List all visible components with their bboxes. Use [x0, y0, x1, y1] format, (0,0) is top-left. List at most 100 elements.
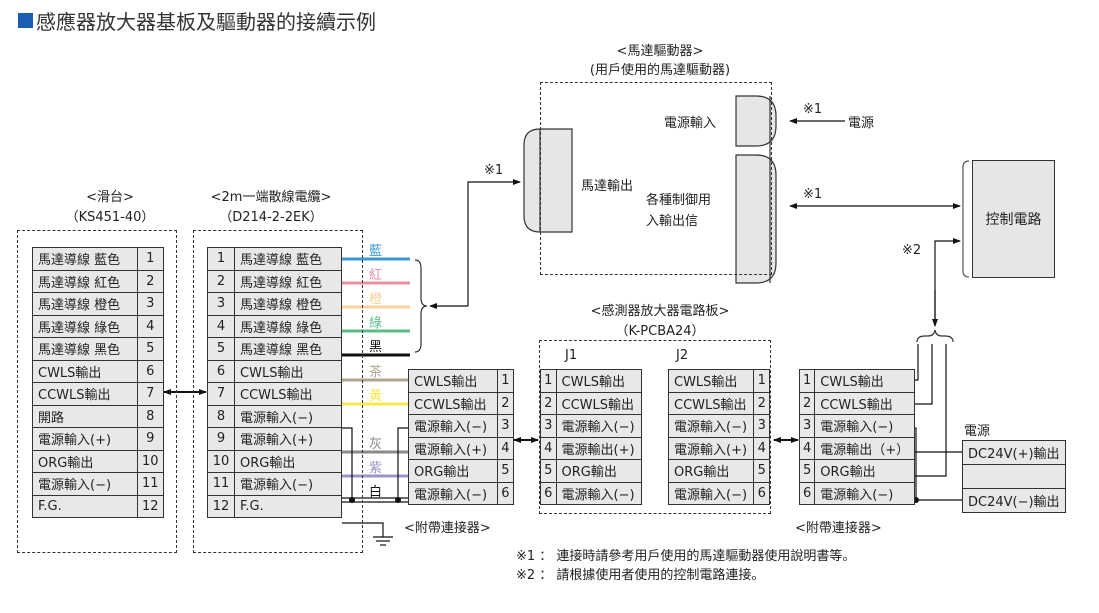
terminal-label: 馬達導線 紅色: [234, 269, 342, 293]
board-model: （K-PCBA24）: [615, 324, 705, 339]
io-label-line1: 各種制御用: [646, 193, 712, 208]
pin-number: 8: [136, 404, 165, 428]
terminal-label: 馬達導線 綠色: [32, 314, 138, 338]
power-supply-row: DC24V(−)輸出: [962, 488, 1066, 513]
terminal-label: CCWLS輸出: [555, 391, 643, 415]
control-circuit-box: 控制電路: [972, 160, 1055, 278]
terminal-label: 馬達導線 黑色: [32, 337, 138, 361]
pin-number: 3: [136, 292, 165, 316]
pin-number: 4: [136, 314, 165, 338]
terminal-label: CWLS輸出: [32, 359, 138, 383]
pin-number: 1: [136, 247, 165, 271]
terminal-label: 電源輸入(−): [408, 414, 498, 438]
control-brace: [916, 329, 954, 343]
terminal-label: 電源輸入(−): [814, 414, 916, 438]
junction-dot: [395, 497, 401, 503]
note-mark-2: ※2: [902, 243, 922, 258]
pin-number: 1: [753, 369, 770, 393]
terminal-label: F.G.: [234, 494, 342, 518]
terminal-row: F.G.12: [32, 494, 165, 518]
pin-number: 3: [540, 414, 557, 438]
control-circuit-wire: [934, 238, 961, 326]
terminal-label: CWLS輸出: [814, 369, 916, 393]
io-label-line2: 入輸出信: [646, 214, 699, 229]
pin-number: 9: [136, 427, 165, 451]
title-square-icon: [18, 13, 33, 28]
cable-model: （D214-2-2EK）: [219, 210, 323, 225]
power-input-label: 電源輸入: [664, 116, 717, 131]
terminal-label: 電源輸入(−): [667, 481, 755, 505]
terminal-label: 電源輸入(−): [555, 414, 643, 438]
terminal-label: 馬達導線 橙色: [234, 292, 342, 316]
wire-color-label: 紫: [369, 461, 383, 476]
terminal-label: 電源輸入(+): [32, 427, 138, 451]
pin-number: 5: [753, 459, 770, 483]
terminal-label: ORG輸出: [667, 459, 755, 483]
motor-wires-brace: [414, 259, 428, 353]
terminal-label: CCWLS輸出: [667, 391, 755, 415]
pin-number: 10: [136, 449, 165, 473]
footnote-1: ※1 ： 連接時請參考用戶使用的馬達驅動器使用說明書等。: [516, 549, 856, 564]
note-mark-1: ※1: [484, 163, 504, 178]
terminal-label: CWLS輸出: [555, 369, 643, 393]
power-supply-label: DC24V(+)輸出: [962, 440, 1066, 465]
terminal-row: 電源輸入(+)9: [32, 427, 165, 451]
slider-model: （KS451-40）: [65, 210, 155, 225]
pin-number: 11: [206, 472, 236, 496]
io-port: [735, 154, 777, 284]
power-supply-row: [962, 464, 1066, 489]
terminal-label: 電源輸入(−): [408, 481, 498, 505]
board-heading: <感測器放大器電路板>: [590, 304, 730, 319]
terminal-label: CWLS輸出: [408, 369, 498, 393]
wire-color-label: 藍: [369, 244, 383, 259]
pin-number: 2: [496, 391, 515, 415]
terminal-label: 電源輸出(+): [555, 436, 643, 460]
terminal-label: ORG輸出: [234, 449, 342, 473]
pin-number: 7: [136, 382, 165, 406]
power-supply-label: DC24V(−)輸出: [962, 488, 1066, 513]
slider-heading: <滑台>: [86, 190, 134, 205]
motor-output-wire: [467, 179, 521, 306]
board-boundary: [539, 340, 771, 514]
pin-number: 1: [798, 369, 816, 393]
terminal-label: F.G.: [32, 494, 138, 518]
slider-boundary: [17, 230, 177, 553]
terminal-row: 電源輸入(−)3: [408, 414, 515, 438]
power-supply-heading: 電源: [964, 424, 991, 439]
pin-number: 6: [540, 481, 557, 505]
pin-number: 1: [206, 247, 236, 271]
wire-color-label: 橙: [369, 292, 383, 307]
pin-number: 4: [540, 436, 557, 460]
title-text: 感應器放大器基板及驅動器的接續示例: [36, 10, 376, 34]
terminal-label: 馬達導線 綠色: [234, 314, 342, 338]
pin-number: 6: [206, 359, 236, 383]
terminal-row: 電源輸入(+)4: [667, 436, 770, 460]
terminal-label: 馬達導線 紅色: [32, 269, 138, 293]
wire-color-label: 灰: [369, 437, 383, 452]
motor-output-label: 馬達輸出: [581, 179, 634, 194]
pin-number: 5: [540, 459, 557, 483]
terminal-label: 馬達導線 黑色: [234, 337, 342, 361]
pin-number: 3: [798, 414, 816, 438]
terminal-label: CWLS輸出: [667, 369, 755, 393]
